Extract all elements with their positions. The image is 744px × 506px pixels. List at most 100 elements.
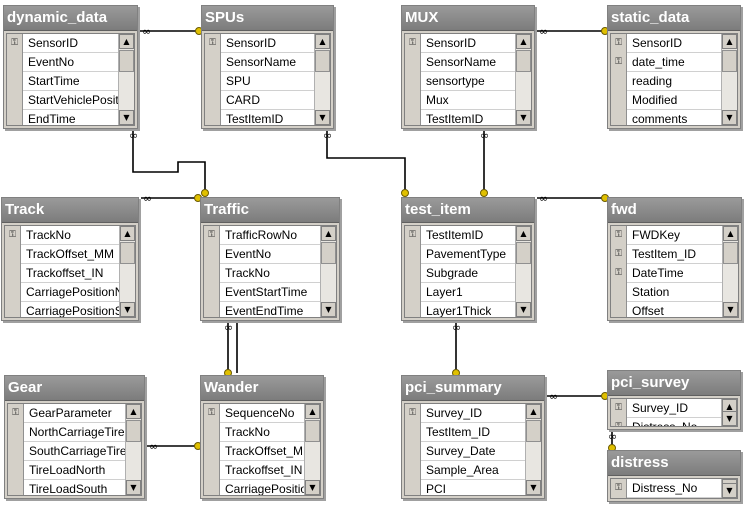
table-title[interactable]: dynamic_data [4, 6, 137, 31]
column-row[interactable]: ⚿Survey_ID [405, 404, 525, 423]
column-row[interactable]: ⚿SequenceNo [204, 404, 304, 423]
column-row[interactable]: ⚿FWDKey [611, 226, 722, 245]
column-row[interactable]: SensorName [205, 52, 314, 72]
column-row[interactable]: Offset [611, 301, 722, 317]
relationship-line-dynamic-data-SPUs[interactable]: ∞ [140, 25, 203, 38]
column-row[interactable]: ⚿TestItemID [405, 226, 515, 245]
scroll-down-arrow-icon[interactable]: ▼ [119, 110, 134, 125]
relationship-line-test-item-fwd[interactable]: ∞ [537, 192, 609, 205]
scroll-up-arrow-icon[interactable]: ▲ [126, 404, 141, 419]
vertical-scrollbar[interactable]: ▲▼ [525, 404, 541, 495]
column-list[interactable]: ⚿Distress_No▲▼ [610, 478, 738, 499]
scroll-thumb[interactable] [722, 50, 737, 72]
table-title[interactable]: pci_survey [608, 371, 740, 396]
column-row[interactable]: ⚿Survey_ID [611, 399, 721, 418]
column-row[interactable]: TrackOffset_MM [5, 244, 119, 264]
scroll-thumb[interactable] [119, 50, 134, 72]
column-row[interactable]: SensorName [405, 52, 515, 72]
vertical-scrollbar[interactable]: ▲▼ [125, 404, 141, 495]
table-title[interactable]: Gear [5, 376, 144, 401]
column-row[interactable]: TrackNo [204, 263, 320, 283]
scroll-down-arrow-icon[interactable]: ▼ [516, 110, 531, 125]
scroll-up-arrow-icon[interactable]: ▲ [516, 34, 531, 49]
column-row[interactable]: Survey_Date [405, 441, 525, 461]
scroll-thumb[interactable] [315, 50, 330, 72]
column-row[interactable]: TestItemID [405, 109, 515, 125]
relationship-line-Track-Traffic[interactable]: ∞ [141, 192, 202, 205]
column-row[interactable]: CarriagePositionNor [204, 479, 304, 495]
column-row[interactable]: ⚿Distress_No [611, 479, 721, 498]
scroll-up-arrow-icon[interactable]: ▲ [321, 226, 336, 241]
scroll-up-arrow-icon[interactable]: ▲ [723, 226, 738, 241]
column-row[interactable]: sensortype [405, 71, 515, 91]
column-row[interactable]: ⚿SensorID [205, 34, 314, 53]
column-row[interactable]: Mux [405, 90, 515, 110]
vertical-scrollbar[interactable]: ▲▼ [515, 34, 531, 125]
scroll-down-arrow-icon[interactable]: ▼ [722, 411, 737, 426]
relationship-line-MUX-test-item[interactable]: ∞ [480, 129, 489, 197]
column-row[interactable]: ⚿TrackNo [5, 226, 119, 245]
scroll-thumb[interactable] [516, 50, 531, 72]
scroll-thumb[interactable] [321, 242, 336, 264]
scroll-thumb[interactable] [126, 420, 141, 442]
column-row[interactable]: ⚿SensorID [611, 34, 721, 53]
table-title[interactable]: Traffic [201, 198, 339, 223]
column-row[interactable]: ⚿date_time [611, 52, 721, 72]
relationship-line-pci-summary-pci-survey[interactable]: ∞ [547, 390, 609, 403]
table-Wander[interactable]: Wander⚿SequenceNoTrackNoTrackOffset_MMTr… [200, 375, 324, 499]
column-row[interactable]: TrackOffset_MM [204, 441, 304, 461]
scroll-down-arrow-icon[interactable]: ▼ [315, 110, 330, 125]
vertical-scrollbar[interactable]: ▲▼ [119, 226, 135, 317]
scroll-down-arrow-icon[interactable]: ▼ [120, 302, 135, 317]
column-list[interactable]: ⚿Survey_ID⚿Distress_No▲▼ [610, 398, 738, 427]
column-row[interactable]: Modified [611, 90, 721, 110]
scroll-thumb[interactable] [516, 242, 531, 264]
vertical-scrollbar[interactable]: ▲▼ [118, 34, 134, 125]
column-row[interactable]: Layer1 [405, 282, 515, 302]
table-title[interactable]: Track [2, 198, 138, 223]
column-row[interactable]: EndTime [7, 109, 118, 125]
column-row[interactable]: ⚿SensorID [7, 34, 118, 53]
scroll-up-arrow-icon[interactable]: ▲ [722, 34, 737, 49]
scroll-up-arrow-icon[interactable]: ▲ [516, 226, 531, 241]
column-list[interactable]: ⚿SequenceNoTrackNoTrackOffset_MMTrackoff… [203, 403, 321, 496]
scroll-down-arrow-icon[interactable]: ▼ [305, 480, 320, 495]
scroll-down-arrow-icon[interactable]: ▼ [516, 302, 531, 317]
scroll-thumb[interactable] [526, 420, 541, 442]
column-row[interactable]: ⚿DateTime [611, 263, 722, 283]
column-row[interactable]: CARD [205, 90, 314, 110]
column-row[interactable]: ⚿GearParameter [8, 404, 125, 423]
vertical-scrollbar[interactable]: ▲▼ [314, 34, 330, 125]
scroll-thumb[interactable] [120, 242, 135, 264]
column-row[interactable]: TrackNo [204, 422, 304, 442]
table-title[interactable]: distress [608, 451, 740, 476]
column-row[interactable]: ⚿Distress_No [611, 417, 721, 426]
column-row[interactable]: SPU [205, 71, 314, 91]
scroll-down-arrow-icon[interactable]: ▼ [526, 480, 541, 495]
column-row[interactable]: Trackoffset_IN [5, 263, 119, 283]
column-row[interactable]: ⚿SensorID [405, 34, 515, 53]
vertical-scrollbar[interactable]: ▲▼ [320, 226, 336, 317]
column-row[interactable]: Station [611, 282, 722, 302]
column-row[interactable]: CarriagePositionNort [5, 282, 119, 302]
relationship-line-Traffic-Wander[interactable]: ∞ [224, 321, 238, 377]
vertical-scrollbar[interactable]: ▲▼ [304, 404, 320, 495]
scroll-up-arrow-icon[interactable]: ▲ [305, 404, 320, 419]
table-pci-survey[interactable]: pci_survey⚿Survey_ID⚿Distress_No▲▼ [607, 370, 741, 430]
column-row[interactable]: ⚿TrafficRowNo [204, 226, 320, 245]
